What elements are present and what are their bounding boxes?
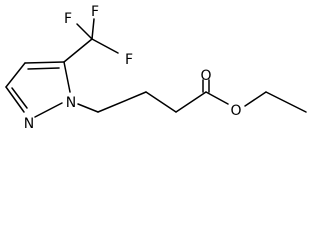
- atom-label-oxygen-ester: O: [230, 103, 241, 119]
- bond-c5-c4: [24, 61, 65, 64]
- bond-ch2-ch2-b: [145, 91, 177, 113]
- atom-label-nitrogen-ring: N: [24, 116, 34, 132]
- bond-n1-ch2: [77, 103, 99, 113]
- atom-label-fluorine-right: F: [125, 52, 133, 68]
- bond-cf3-f-left: [76, 23, 93, 40]
- chemical-structure: F F F N N O O: [5, 4, 307, 132]
- atom-label-nitrogen-substituted: N: [66, 95, 76, 111]
- bond-c3-n2: [5, 86, 25, 113]
- bond-c5-c4-inner: [27, 67, 60, 70]
- bond-oester-ch2: [244, 91, 267, 107]
- bond-n1-c5: [63, 61, 71, 93]
- bond-cf3-c5: [63, 38, 93, 63]
- bond-ch2-carbonyl: [175, 91, 207, 113]
- bond-ch2-ch3: [265, 91, 307, 113]
- atom-label-fluorine-top: F: [91, 4, 99, 20]
- bond-c4-c3: [5, 62, 26, 88]
- bond-c3-n2-inner: [11, 87, 28, 109]
- atom-label-fluorine-left: F: [64, 11, 72, 27]
- atom-labels: F F F N N O O: [24, 4, 242, 132]
- atom-label-oxygen-carbonyl: O: [200, 68, 211, 84]
- bond-n2-n1: [34, 102, 63, 118]
- bond-cf3-f-top: [91, 18, 95, 40]
- bond-carbonyl-oester: [205, 91, 229, 105]
- bond-lines: [5, 18, 307, 118]
- bond-ch2-ch2-a: [97, 91, 147, 113]
- bond-cf3-f-right: [91, 38, 119, 54]
